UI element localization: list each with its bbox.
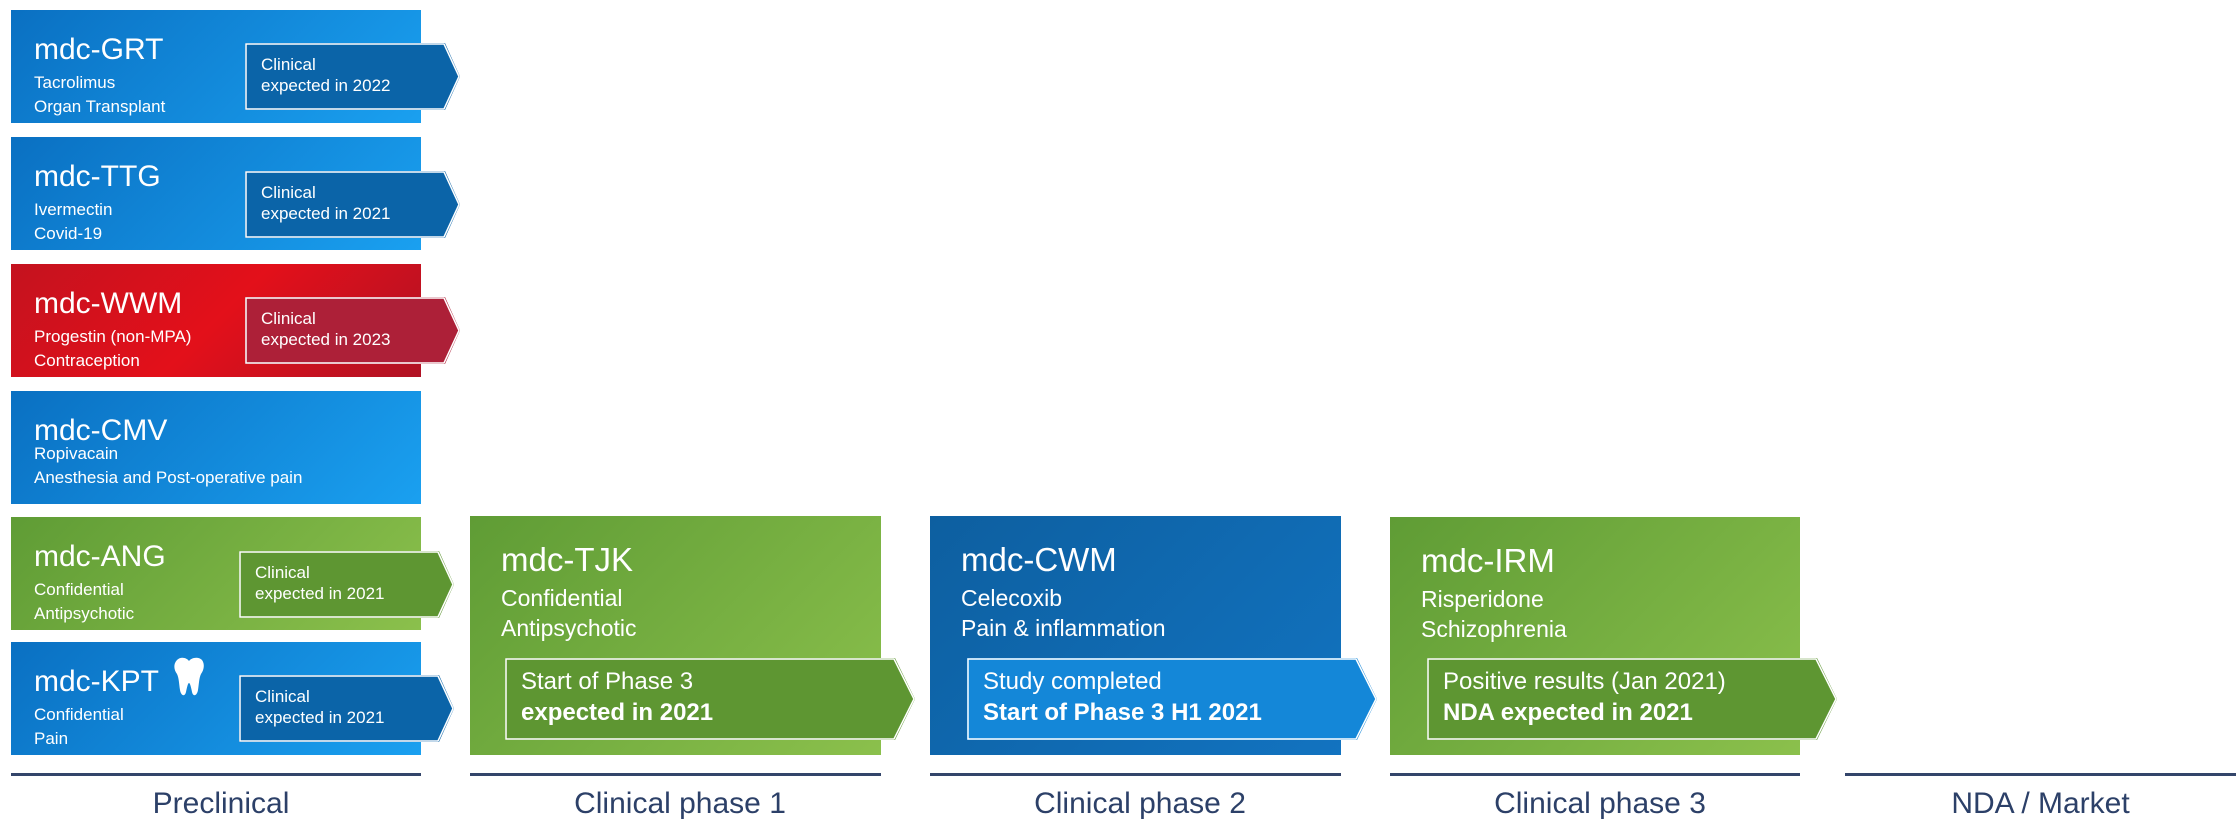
card-indication: Covid-19 <box>34 224 103 243</box>
card-compound: Confidential <box>34 705 124 724</box>
status-line-2: expected in 2021 <box>255 584 385 603</box>
card-indication: Antipsychotic <box>501 615 637 641</box>
card-compound: Ropivacain <box>34 444 119 463</box>
stage-divider-nda <box>1845 773 2236 776</box>
card-code: mdc-GRT <box>34 33 164 66</box>
card-code: mdc-TTG <box>34 160 161 193</box>
card-code: mdc-WWM <box>34 287 183 320</box>
status-arrow-mdc-kpt: Clinical expected in 2021 <box>239 675 454 742</box>
card-code: mdc-CMV <box>34 414 168 447</box>
status-line-2: expected in 2021 <box>521 699 714 726</box>
card-compound: Tacrolimus <box>34 73 116 92</box>
status-arrow-mdc-grt: Clinical expected in 2022 <box>245 43 460 110</box>
card-indication: Antipsychotic <box>34 604 135 623</box>
status-arrow-mdc-ang: Clinical expected in 2021 <box>239 551 454 618</box>
card-compound: Celecoxib <box>961 585 1062 611</box>
status-line-1: Study completed <box>983 668 1162 695</box>
card-compound: Progestin (non-MPA) <box>34 327 192 346</box>
card-compound: Confidential <box>34 580 124 599</box>
status-line-1: Clinical <box>261 309 316 328</box>
status-line-2: expected in 2021 <box>255 708 385 727</box>
card-indication: Pain & inflammation <box>961 615 1166 641</box>
status-arrow-mdc-irm: Positive results (Jan 2021) NDA expected… <box>1427 658 1837 740</box>
status-line-1: Positive results (Jan 2021) <box>1443 668 1726 695</box>
stage-label-phase-3: Clinical phase 3 <box>1494 787 1706 820</box>
card-compound: Ivermectin <box>34 200 113 219</box>
status-line-1: Clinical <box>261 183 316 202</box>
card-indication: Anesthesia and Post-operative pain <box>34 468 303 487</box>
card-compound: Confidential <box>501 585 623 611</box>
status-arrow-mdc-tjk: Start of Phase 3 expected in 2021 <box>505 658 915 740</box>
card-indication: Organ Transplant <box>34 97 166 116</box>
stage-label-preclinical: Preclinical <box>152 787 290 820</box>
status-arrow-mdc-ttg: Clinical expected in 2021 <box>245 171 460 238</box>
stage-divider-phase-3 <box>1390 773 1800 776</box>
status-line-1: Clinical <box>255 563 310 582</box>
status-line-2: expected in 2021 <box>261 204 391 223</box>
status-line-2: expected in 2023 <box>261 330 391 349</box>
stage-divider-preclinical <box>11 773 421 776</box>
status-line-1: Clinical <box>261 55 316 74</box>
stage-divider-phase-2 <box>930 773 1341 776</box>
stage-label-phase-1: Clinical phase 1 <box>574 787 786 820</box>
stage-divider-phase-1 <box>470 773 881 776</box>
card-code: mdc-CWM <box>961 541 1117 578</box>
stage-label-nda-market: NDA / Market <box>1951 787 2130 820</box>
card-indication: Pain <box>34 729 69 748</box>
status-line-2: expected in 2022 <box>261 76 391 95</box>
card-indication: Schizophrenia <box>1421 616 1567 642</box>
card-code: mdc-KPT <box>34 665 160 698</box>
card-code: mdc-TJK <box>501 541 633 578</box>
status-line-1: Start of Phase 3 <box>521 668 694 695</box>
card-code: mdc-IRM <box>1421 542 1555 579</box>
status-line-2: NDA expected in 2021 <box>1443 699 1693 726</box>
card-indication: Contraception <box>34 351 140 370</box>
card-code: mdc-ANG <box>34 540 166 573</box>
tooth-icon <box>174 657 204 696</box>
status-line-1: Clinical <box>255 687 310 706</box>
pipeline-card-mdc-cmv: mdc-CMV Ropivacain Anesthesia and Post-o… <box>11 391 421 504</box>
status-line-2: Start of Phase 3 H1 2021 <box>983 699 1262 726</box>
status-arrow-mdc-wwm: Clinical expected in 2023 <box>245 297 460 364</box>
stage-label-phase-2: Clinical phase 2 <box>1034 787 1246 820</box>
card-compound: Risperidone <box>1421 586 1544 612</box>
status-arrow-mdc-cwm: Study completed Start of Phase 3 H1 2021 <box>967 658 1377 740</box>
